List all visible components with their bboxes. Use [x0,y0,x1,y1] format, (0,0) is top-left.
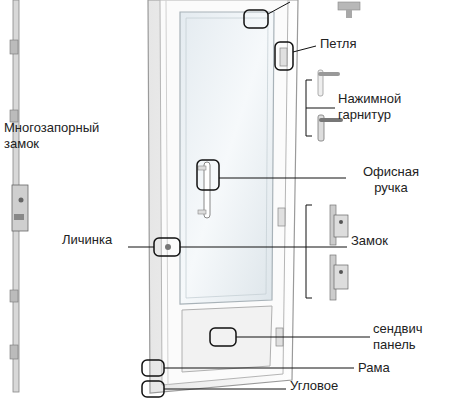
part-label: Личинка [62,232,126,248]
hinge-icon [338,2,360,18]
part-label: Рама [358,360,418,376]
part-label: Нажимной гарнитур [338,91,428,123]
lock-icons [330,205,348,300]
part-label: Офисная ручка [350,164,432,196]
part-label: сендвич панель [373,321,447,353]
part-label: Угловое [290,378,370,394]
multipoint-lock [10,0,28,392]
part-label: Замок [351,233,411,249]
callout-markers [142,10,293,397]
leader-lines [128,2,370,389]
door [148,0,298,393]
handle-set-icons [318,70,341,141]
part-label: Петля [320,36,380,52]
part-label: Многозапорный замок [4,120,116,152]
